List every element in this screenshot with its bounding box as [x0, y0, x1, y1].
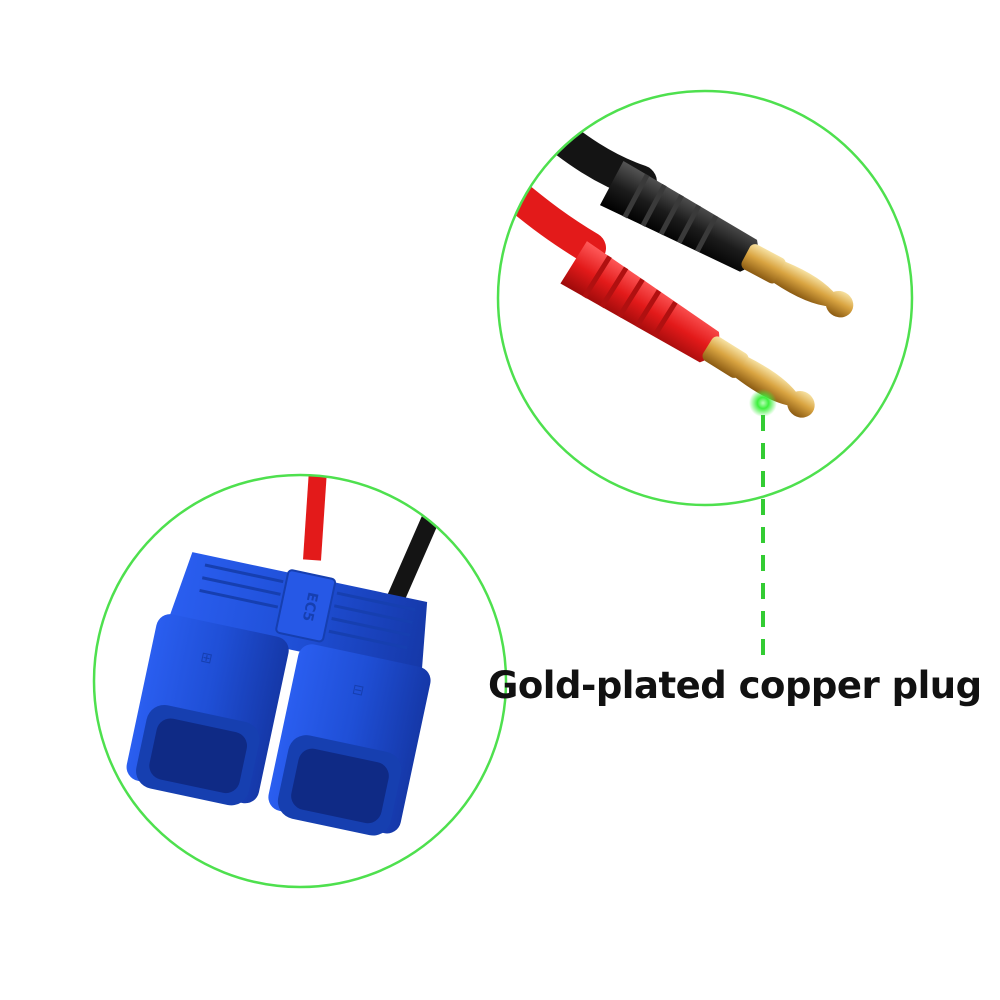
ec5-marking: EC5 [299, 591, 321, 623]
svg-text:⊞: ⊞ [199, 649, 214, 667]
top-detail-circle [496, 89, 914, 507]
feature-caption: Gold-plated copper plug [488, 664, 982, 707]
banana-plugs-detail [498, 103, 854, 418]
ec5-connector-detail: EC5 ⊞ ⊟ [126, 475, 439, 836]
svg-text:⊟: ⊟ [351, 682, 366, 700]
red-wire [303, 475, 327, 561]
highlight-glow [749, 389, 777, 417]
bottom-detail-circle [92, 473, 508, 889]
red-banana-plug-icon [560, 241, 815, 418]
black-wire [386, 516, 439, 604]
blue-ec5-connector-icon: EC5 ⊞ ⊟ [126, 552, 431, 836]
black-banana-plug-icon [599, 160, 854, 318]
